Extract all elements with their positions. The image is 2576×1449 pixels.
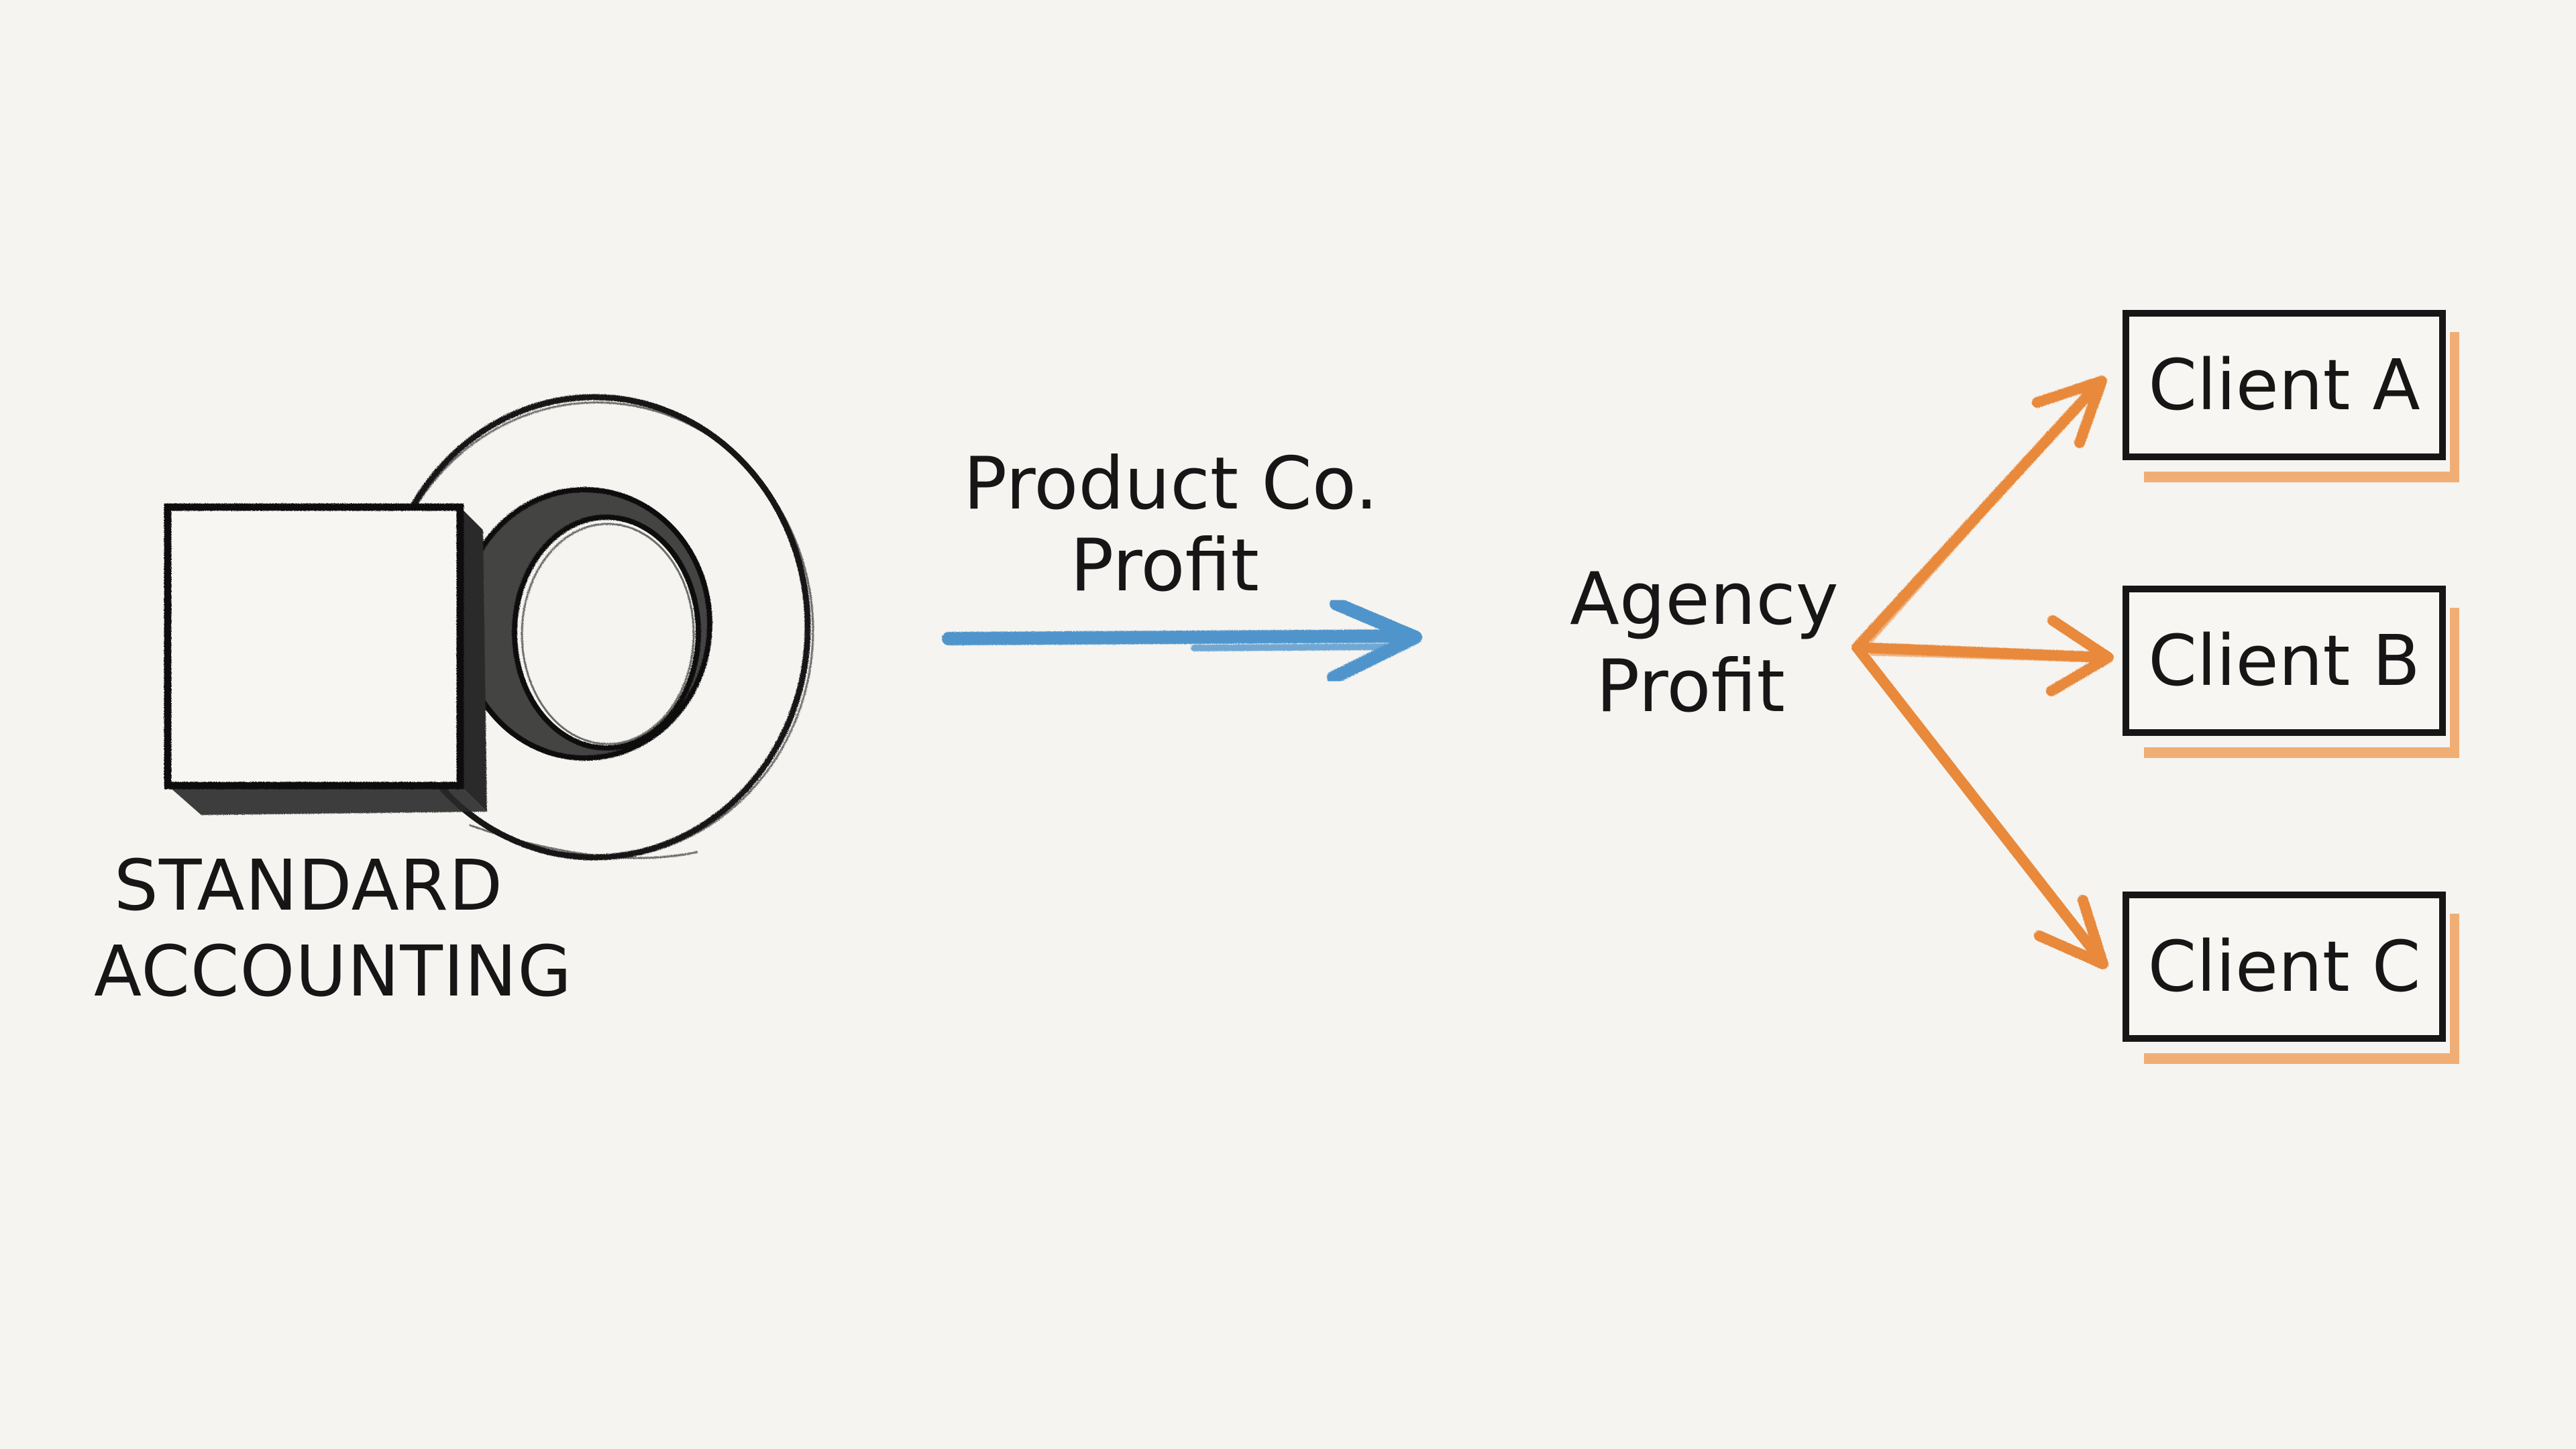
arrow-to-client-a — [1851, 376, 2107, 653]
client-b-shadow — [2144, 608, 2459, 758]
standard-accounting-line-1: STANDARD — [113, 845, 504, 926]
standard-accounting-label: STANDARD ACCOUNTING — [94, 845, 572, 1022]
orange-fanout-arrows — [1851, 376, 2114, 969]
agency-profit-label: Agency Profit — [1570, 557, 1839, 738]
client-b-box: Client B — [2123, 586, 2446, 736]
arrow-to-client-b — [1851, 615, 2114, 696]
product-co-profit-line-2: Profit — [1070, 524, 1259, 608]
arrow-to-client-c — [1851, 642, 2108, 969]
inner-ring-shading — [460, 490, 710, 758]
cube-front-face — [164, 503, 464, 790]
client-c-shadow — [2144, 914, 2459, 1064]
inner-hole — [512, 515, 701, 751]
agency-profit-line-1: Agency — [1570, 557, 1839, 641]
standard-accounting-line-2: ACCOUNTING — [94, 930, 572, 1012]
square-and-ring-icon — [164, 394, 814, 861]
product-co-profit-label: Product Co. Profit — [963, 442, 1379, 612]
cube-side-shading — [460, 507, 487, 812]
right-arrow-blue — [942, 597, 1422, 684]
client-c-label: Client C — [2147, 926, 2421, 1008]
client-c-box: Client C — [2123, 892, 2446, 1042]
cube-bottom-shading — [168, 786, 487, 815]
client-a-shadow — [2144, 332, 2459, 482]
client-a-box: Client A — [2123, 310, 2446, 460]
client-a-label: Client A — [2148, 344, 2420, 426]
client-b-label: Client B — [2148, 620, 2420, 702]
product-co-profit-line-1: Product Co. — [963, 442, 1379, 526]
agency-profit-line-2: Profit — [1596, 645, 1785, 729]
